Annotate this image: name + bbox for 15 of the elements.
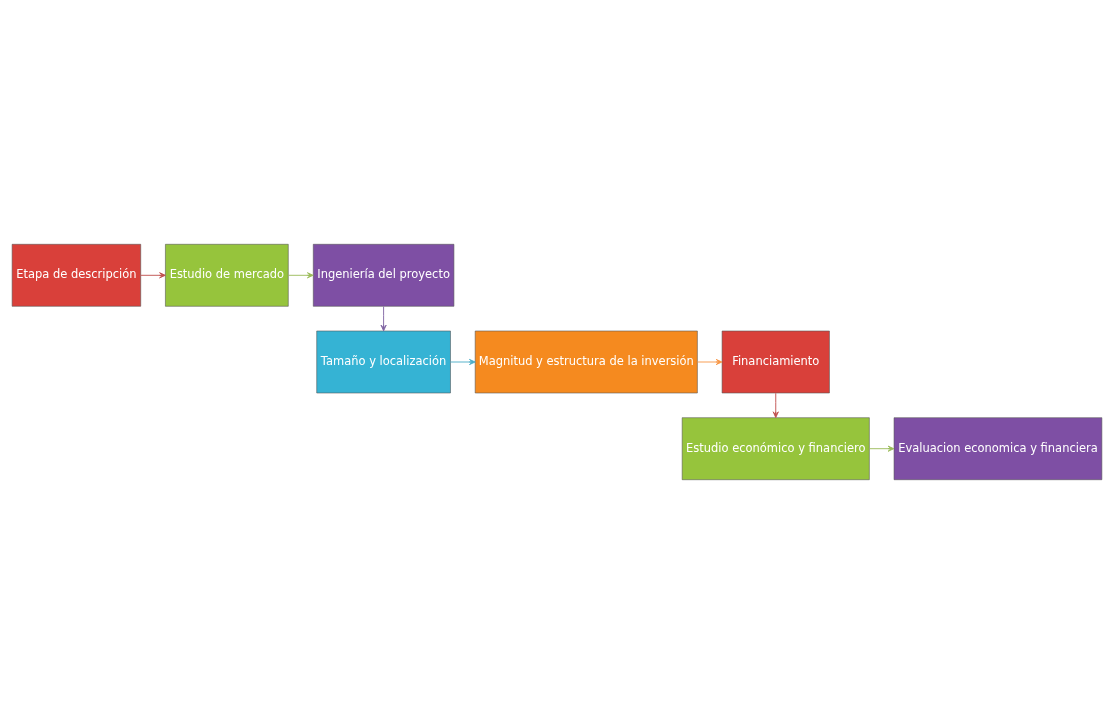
arrow: [140, 271, 166, 278]
node-box: Tamaño y localización: [316, 330, 451, 393]
node-box: Evaluacion economica y financiera: [893, 416, 1103, 480]
node-box: Ingeniería del proyecto: [313, 243, 455, 307]
arrow: [869, 445, 895, 452]
node-box: Estudio de mercado: [165, 243, 289, 307]
node-box: Estudio económico y financiero: [681, 416, 870, 480]
arrow: [380, 305, 387, 331]
arrow: [287, 271, 314, 278]
node-box: Magnitud y estructura de la inversión: [474, 330, 698, 393]
node-box: Financiamiento: [721, 330, 830, 393]
arrow: [697, 358, 723, 365]
arrow: [450, 358, 476, 365]
arrow: [772, 392, 779, 418]
node-box: Etapa de descripción: [11, 243, 141, 307]
